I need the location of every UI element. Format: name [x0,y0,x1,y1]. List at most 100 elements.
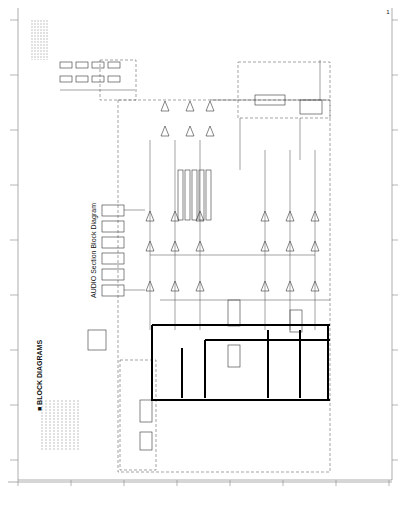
frame-line [8,482,392,483]
section-outline [118,100,330,472]
amplifier-symbol [161,126,169,136]
grid-tick [10,295,18,296]
note-stroke [58,400,59,450]
signal-wire [124,210,145,211]
section-outline [120,360,156,470]
grid-tick [392,460,398,461]
note-stroke [70,400,71,450]
signal-wire [150,255,315,256]
ic-block [102,221,124,232]
power-line [152,324,330,326]
signal-wire [60,90,135,91]
grid-tick [336,480,337,486]
power-line [267,330,269,398]
grid-tick [177,480,178,486]
ic-block [228,300,240,326]
ic-block [206,170,211,220]
note-stroke [62,400,63,450]
ic-block [102,237,124,248]
grid-tick [10,405,18,406]
grid-tick [392,20,398,21]
ic-block [102,285,124,296]
grid-tick [392,295,398,296]
signal-wire [300,118,301,160]
grid-tick [10,350,18,351]
signal-wire [160,300,330,301]
grid-tick [10,75,18,76]
ic-block [88,330,106,350]
signal-wire [150,140,151,330]
note-stroke [50,400,51,450]
grid-tick [389,480,390,486]
ic-block [92,76,104,82]
ic-block [102,253,124,264]
signal-wire [124,290,145,291]
grid-tick [392,185,398,186]
grid-tick [10,130,18,131]
note-stroke [78,400,79,450]
note-stroke [47,20,48,60]
diagram-title: AUDIO Section Block Diagram [89,203,96,298]
signal-wire [315,150,316,330]
ic-block [108,62,120,68]
section-outline [238,62,330,118]
note-stroke [66,400,67,450]
grid-tick [10,185,18,186]
power-line [181,348,183,398]
grid-tick [71,480,72,486]
amplifier-symbol [206,126,214,136]
grid-tick [230,480,231,486]
grid-tick [392,130,398,131]
section-heading: ■ BLOCK DIAGRAMS [37,339,44,410]
ic-block [140,400,152,422]
amplifier-symbol [206,101,214,111]
note-stroke [74,400,75,450]
grid-tick [10,240,18,241]
ic-block [178,170,183,220]
frame-line [392,8,393,480]
ic-block [192,170,197,220]
section-outline [100,60,136,100]
amplifier-symbol [161,101,169,111]
signal-wire [200,140,201,330]
note-stroke [46,400,47,450]
signal-wire [175,140,176,330]
ic-block [102,269,124,280]
signal-wire [240,118,241,170]
ic-block [300,100,322,114]
note-stroke [41,20,42,60]
ic-block [108,76,120,82]
signal-wire [210,100,330,101]
ic-block [76,76,88,82]
power-line [204,340,206,398]
ic-block [140,432,152,450]
grid-tick [124,480,125,486]
grid-tick [392,405,398,406]
power-line [152,325,330,400]
grid-tick [392,350,398,351]
power-line [327,325,329,400]
ic-block [290,310,302,332]
amplifier-symbol [186,101,194,111]
grid-tick [392,240,398,241]
ic-block [76,62,88,68]
note-stroke [35,20,36,60]
signal-wire [290,150,291,330]
note-stroke [44,20,45,60]
page-number: 1 [386,9,389,15]
ic-block [60,62,72,68]
frame-line [18,8,19,480]
amplifier-symbol [186,126,194,136]
ic-block [102,205,124,216]
ic-block [185,170,190,220]
grid-tick [283,480,284,486]
note-stroke [38,20,39,60]
power-line [299,330,301,398]
note-stroke [32,20,33,60]
signal-wire [320,60,321,100]
grid-tick [392,75,398,76]
ic-block [228,345,240,367]
note-stroke [54,400,55,450]
